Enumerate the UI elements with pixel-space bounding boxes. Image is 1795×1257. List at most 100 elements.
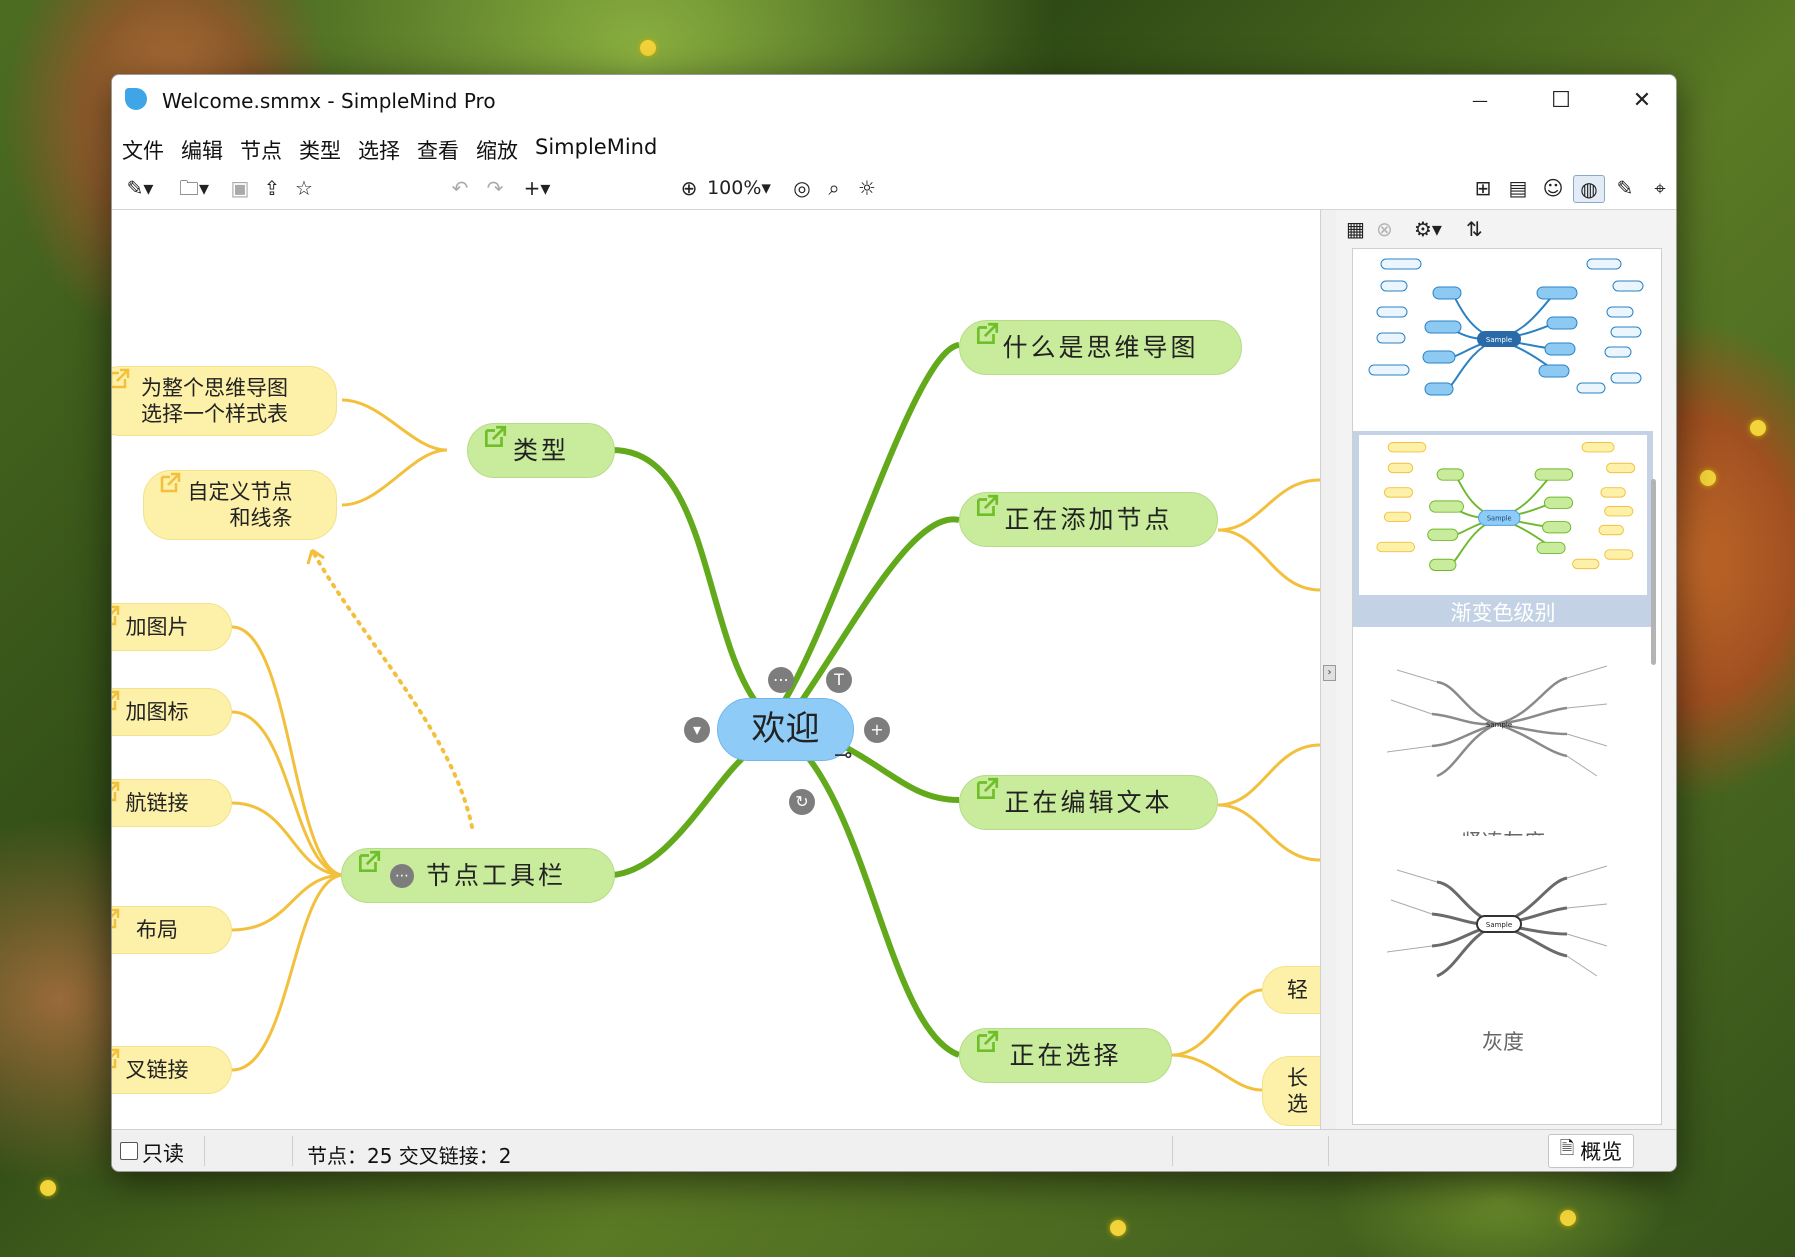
brightness-icon[interactable]: ☼	[858, 176, 876, 200]
external-link-icon[interactable]	[112, 604, 121, 628]
zoom-level-dropdown[interactable]: 100%▾	[707, 177, 771, 199]
remove-style-icon[interactable]: ⊗	[1376, 217, 1393, 241]
external-link-icon[interactable]	[482, 424, 508, 450]
style-thumbnail: Sample	[1357, 836, 1649, 1026]
external-link-icon[interactable]	[112, 689, 121, 713]
external-link-icon[interactable]	[974, 493, 1000, 519]
readonly-checkbox[interactable]	[120, 1142, 138, 1160]
collapse-panel-icon[interactable]: ›	[1323, 665, 1336, 681]
minimize-button[interactable]: —	[1472, 91, 1488, 110]
zoom-in-icon[interactable]: ⊕	[680, 176, 698, 200]
status-divider	[1172, 1136, 1173, 1166]
menu-zoom[interactable]: 缩放	[476, 139, 518, 163]
mindmap-canvas[interactable]: 欢迎 ⋯ T ▾ + ↻ ⊸ 什么是思维导图 正在添加节点 正在编辑文本 正在选…	[112, 210, 1320, 1129]
style-list[interactable]: Sample 水蓝 Sample	[1352, 248, 1662, 1125]
pin-icon[interactable]: ⌖	[1654, 176, 1666, 200]
menu-style[interactable]: 类型	[299, 139, 341, 163]
branch-node-toolbar[interactable]: ⋯ 节点工具栏	[341, 848, 615, 903]
thumb-center-label: Sample	[1486, 336, 1512, 344]
external-link-icon[interactable]	[112, 367, 131, 391]
sort-icon[interactable]: ⇅	[1466, 217, 1483, 241]
share-icon[interactable]: ⇪	[263, 176, 281, 200]
external-link-icon[interactable]	[974, 321, 1000, 347]
status-divider	[204, 1136, 205, 1166]
zoom-level-value: 100%	[707, 177, 762, 199]
leaf-add-icon[interactable]: 加图标	[112, 688, 232, 736]
external-link-icon[interactable]	[158, 471, 182, 495]
branch-style[interactable]: 类型	[467, 423, 615, 478]
relation-icon[interactable]: ⊸	[834, 743, 853, 768]
style-card[interactable]: Sample 灰度	[1353, 834, 1653, 1054]
save-icon[interactable]: ▣	[230, 176, 250, 200]
background-flower	[640, 40, 656, 56]
menu-view[interactable]: 查看	[417, 139, 459, 163]
external-link-icon[interactable]	[112, 1047, 121, 1071]
search-icon[interactable]: ⌕	[828, 176, 840, 200]
style-name: 灰度	[1482, 1030, 1524, 1054]
external-link-icon[interactable]	[112, 907, 121, 931]
outline-icon[interactable]: ⊞	[1474, 176, 1492, 200]
branch-what-is-mindmap[interactable]: 什么是思维导图	[959, 320, 1242, 375]
center-node-label: 欢迎	[751, 709, 820, 750]
node-more-icon[interactable]: ⋯	[768, 667, 794, 693]
maximize-button[interactable]: ☐	[1551, 88, 1571, 113]
style-thumbnail: Sample	[1357, 636, 1649, 826]
pen-icon[interactable]: ✎	[1616, 176, 1634, 200]
folder-icon[interactable]: 🗀▾	[178, 176, 210, 200]
target-icon[interactable]: ◎	[793, 176, 811, 200]
text-format-icon[interactable]: T	[826, 667, 852, 693]
leaf-cross-link[interactable]: 叉链接	[112, 1046, 232, 1094]
external-link-icon[interactable]	[974, 1029, 1000, 1055]
menu-select[interactable]: 选择	[358, 139, 400, 163]
leaf-label: 长 选	[1287, 1065, 1308, 1116]
style-settings-icon[interactable]: ⚙▾	[1414, 217, 1442, 241]
leaf-choose-stylesheet[interactable]: 为整个思维导图 选择一个样式表	[112, 366, 337, 436]
branch-editing-text[interactable]: 正在编辑文本	[959, 775, 1218, 830]
leaf-label: 自定义节点 和线条	[187, 479, 293, 530]
leaf-layout[interactable]: 布局	[112, 906, 232, 954]
notes-icon[interactable]: ▤	[1508, 176, 1528, 200]
menu-file[interactable]: 文件	[122, 139, 164, 163]
branch-line-adding	[789, 516, 960, 717]
center-node[interactable]: 欢迎	[717, 698, 854, 761]
leaf-select-tap[interactable]: 轻	[1262, 966, 1320, 1014]
thumb-center-label: Sample	[1486, 721, 1512, 729]
close-button[interactable]: ✕	[1632, 88, 1652, 113]
readonly-label: 只读	[142, 1142, 184, 1166]
leaf-label: 加图片	[125, 614, 189, 639]
emoji-icon[interactable]: ☺	[1542, 176, 1564, 200]
menu-edit[interactable]: 编辑	[181, 139, 223, 163]
menu-simplemind[interactable]: SimpleMind	[535, 135, 658, 159]
menu-node[interactable]: 节点	[240, 139, 282, 163]
redo-icon[interactable]: ↷	[486, 176, 504, 200]
new-document-icon[interactable]: ✎▾	[126, 176, 154, 200]
leaf-nav-link[interactable]: 航链接	[112, 779, 232, 827]
undo-icon[interactable]: ↶	[451, 176, 469, 200]
leaf-customize-nodes[interactable]: 自定义节点 和线条	[143, 470, 337, 540]
collapse-icon[interactable]: ▾	[684, 717, 710, 743]
style-card[interactable]: Sample 紧凑灰度	[1353, 634, 1653, 854]
node-count: 节点：25 交叉链接：2	[307, 1144, 512, 1168]
connection-lines	[231, 342, 1320, 1092]
overview-button[interactable]: 🗎 概览	[1548, 1134, 1634, 1168]
rotate-icon[interactable]: ↻	[789, 789, 815, 815]
add-icon[interactable]: +▾	[523, 176, 551, 200]
style-list-scrollbar[interactable]	[1651, 479, 1656, 665]
leaf-add-image[interactable]: 加图片	[112, 603, 232, 651]
star-icon[interactable]: ☆	[295, 176, 313, 200]
external-link-icon[interactable]	[112, 780, 121, 804]
style-card-selected[interactable]: Sample 渐变色级别	[1353, 431, 1653, 627]
branch-adding-nodes[interactable]: 正在添加节点	[959, 492, 1218, 547]
add-child-icon[interactable]: +	[864, 717, 890, 743]
branch-line-toolbar	[611, 747, 754, 878]
leaf-select-long-press[interactable]: 长 选	[1262, 1056, 1320, 1126]
branch-label: 节点工具栏	[425, 860, 566, 890]
external-link-icon[interactable]	[974, 776, 1000, 802]
style-list-icon[interactable]: ▦	[1346, 217, 1365, 241]
branch-line-what	[769, 342, 960, 722]
style-palette-icon[interactable]: ◍	[1573, 175, 1605, 203]
panel-splitter[interactable]: ›	[1320, 210, 1337, 1129]
external-link-icon[interactable]	[356, 849, 382, 875]
status-divider	[292, 1136, 293, 1166]
branch-selecting[interactable]: 正在选择	[959, 1028, 1172, 1083]
